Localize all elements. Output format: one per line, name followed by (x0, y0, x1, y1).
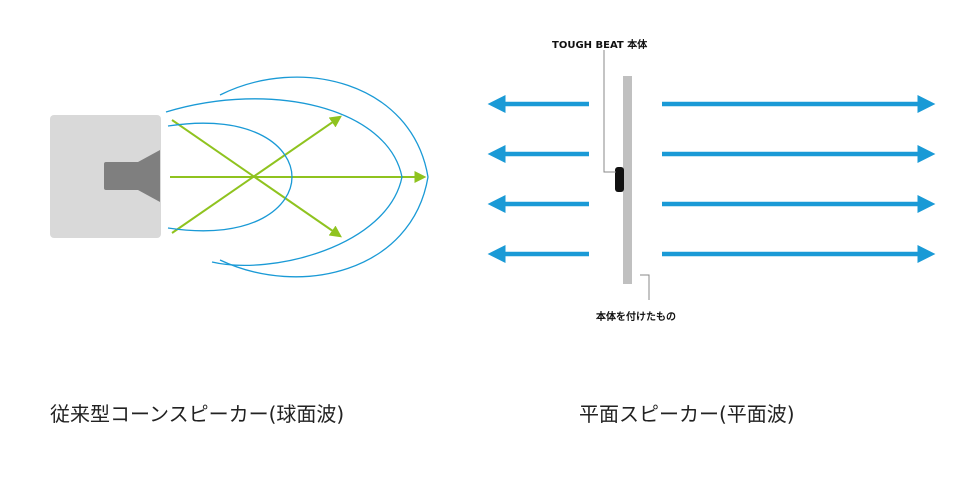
wavefront-outer (219, 76, 429, 278)
tough-beat-device (615, 167, 624, 192)
plane-wave-arrows (487, 95, 936, 263)
leader-line-top (603, 50, 616, 173)
wavefront-middle (165, 98, 403, 266)
with-device-label: 本体を付けたもの (596, 310, 676, 323)
flat-speaker-diagram: TOUGH BEAT 本体 本体を付けたもの (487, 38, 936, 323)
speaker-cone (138, 150, 160, 202)
tough-beat-label: TOUGH BEAT 本体 (552, 38, 648, 51)
sound-ray-up (171, 115, 342, 234)
cone-speaker-diagram (50, 76, 429, 278)
sound-rays (170, 115, 427, 238)
cone-speaker-caption: 従来型コーンスピーカー(球面波) (50, 402, 345, 426)
flat-speaker-caption: 平面スピーカー(平面波) (579, 402, 795, 426)
spherical-wavefronts (165, 76, 429, 278)
speaker-magnet (104, 162, 140, 190)
wavefront-inner (167, 122, 293, 232)
flat-panel (623, 76, 632, 284)
leader-line-bottom (640, 274, 650, 300)
